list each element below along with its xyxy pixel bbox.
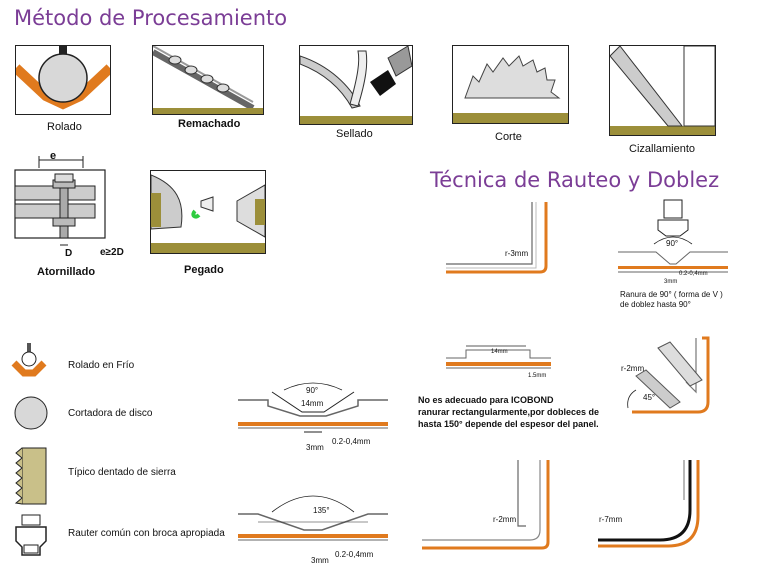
method-label-pegado: Pegado — [184, 264, 224, 276]
router-bit-icon — [15, 514, 47, 556]
rect-groove-diagram — [446, 345, 551, 369]
sealing-diagram — [299, 45, 413, 125]
method-label-remachado: Remachado — [178, 118, 241, 130]
rect-note-line-3: hasta 150° depende del espesor del panel… — [418, 419, 599, 429]
r7-label: r-7mm — [599, 515, 623, 524]
v90-width-label: 3mm — [664, 279, 678, 285]
big135-angle-label: 135° — [313, 506, 330, 515]
rect-note-line-1: No es adecuado para ICOBOND — [418, 395, 554, 405]
v90-note: Ranura de 90° ( forma de V ) de doblez h… — [620, 290, 723, 310]
corner-r3-diagram — [446, 202, 548, 274]
big90-width-label: 14mm — [301, 399, 324, 408]
big90-angle-label: 90° — [306, 386, 319, 395]
v-groove-135-diagram — [238, 495, 388, 541]
bolt-e-label: e — [50, 150, 57, 162]
r2-label: r-2mm — [621, 364, 645, 373]
rect-width-label: 14mm — [491, 349, 508, 355]
legend-label-disc-cutter: Cortadora de disco — [68, 408, 153, 419]
cold-roll-icon — [11, 343, 47, 377]
method-label-cizallamiento: Cizallamiento — [629, 143, 696, 155]
rolling-icon — [16, 46, 110, 110]
rect-depth-label: 1.5mm — [528, 373, 547, 379]
v-groove-90-diagram — [618, 199, 728, 273]
legend-label-saw-tooth: Típico dentado de sierra — [68, 467, 176, 478]
v90-depth-label: 0.2-0,4mm — [679, 271, 708, 277]
corner-45-diagram — [627, 336, 710, 414]
seal-icon — [300, 46, 412, 124]
rect-note: No es adecuado para ICOBOND ranurar rect… — [418, 394, 599, 430]
legend-label-cold-roll: Rolado en Frío — [68, 360, 135, 371]
big135-bottom-label: 3mm — [311, 556, 329, 565]
shearing-diagram — [609, 45, 716, 136]
method-label-rolado: Rolado — [47, 121, 82, 133]
bonding-diagram — [150, 170, 266, 254]
big135-depth-label: 0.2-0,4mm — [335, 550, 374, 559]
r2b-label: r-2mm — [493, 515, 517, 524]
v90-angle-label: 90° — [666, 239, 679, 248]
disc-cutter-icon — [14, 396, 48, 430]
angle45-label: 45° — [643, 393, 656, 402]
method-label-sellado: Sellado — [336, 128, 373, 140]
routing-title: Técnica de Rauteo y Doblez — [430, 168, 720, 192]
bolting-diagram — [14, 156, 106, 246]
cutting-diagram — [452, 45, 569, 124]
rect-note-line-2: ranurar rectangularmente,por dobleces de — [418, 407, 600, 417]
saw-blade-icon — [453, 55, 568, 123]
processing-title: Método de Procesamiento — [14, 6, 288, 30]
saw-tooth-icon — [14, 447, 47, 505]
big90-depth-label: 0.2-0,4mm — [332, 437, 371, 446]
method-label-atornillado: Atornillado — [37, 266, 96, 278]
r3-label: r-3mm — [505, 249, 529, 258]
corner-r2-diagram — [422, 460, 550, 550]
v90-note-line-1: Ranura de 90° ( forma de V ) — [620, 290, 723, 299]
v-groove-90-large-diagram — [238, 382, 388, 433]
rolling-diagram — [15, 45, 111, 115]
bolt-d-label: D — [65, 248, 73, 259]
big90-bottom-label: 3mm — [306, 443, 324, 452]
shear-icon — [610, 46, 715, 135]
corner-r7-diagram — [598, 460, 700, 548]
rivet-icon — [153, 46, 263, 114]
glue-icon — [151, 174, 265, 253]
bolt-e2d-label: e≥2D — [100, 247, 124, 258]
v90-note-line-2: de doblez hasta 90° — [620, 300, 691, 309]
method-label-corte: Corte — [495, 131, 522, 143]
legend-label-router-bit: Rauter común con broca apropiada — [68, 528, 225, 539]
riveting-diagram — [152, 45, 264, 115]
